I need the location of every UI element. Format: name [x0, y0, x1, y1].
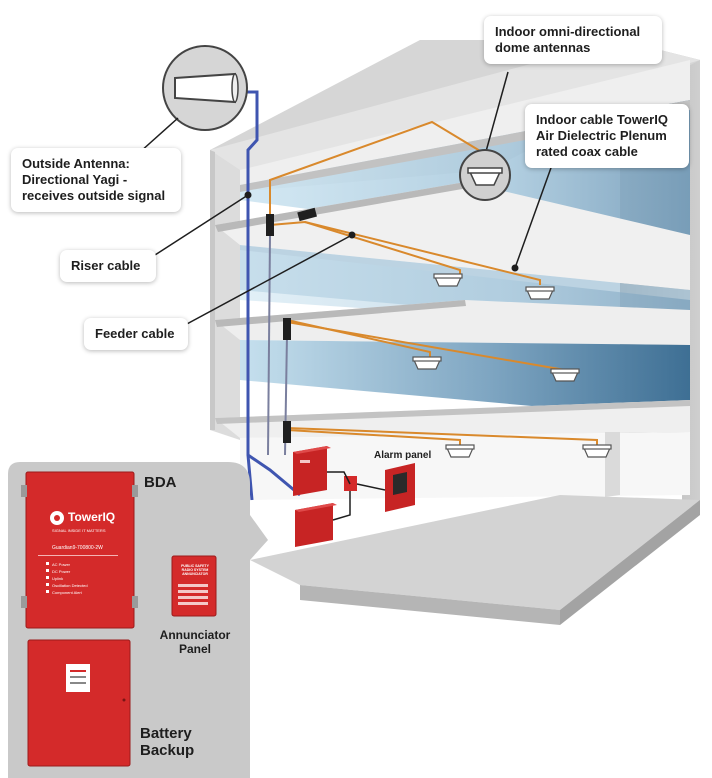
indoor-cable-callout: Indoor cable TowerIQ Air Dielectric Plen…: [525, 104, 689, 168]
battery-in-building: [295, 503, 337, 547]
bda-brand: TowerIQ: [68, 510, 116, 524]
battery-backup-label: Battery Backup: [140, 725, 195, 759]
bda-unit: [21, 471, 138, 629]
riser-cable: [238, 90, 301, 501]
alarm-panel-in-building: [385, 463, 415, 512]
status-light-label: DC Power: [52, 569, 71, 574]
battery-backup-unit: [27, 639, 131, 767]
bda-tagline: SIGNAL INSIDE IT MATTERS: [52, 528, 106, 533]
status-light-label: Uplink: [52, 576, 64, 581]
splitters: [266, 207, 317, 443]
status-light-label: Component Alert: [52, 590, 82, 595]
riser-cable-callout: Riser cable: [60, 250, 156, 282]
dome-antennas: [412, 273, 612, 458]
bda-in-building: [293, 446, 331, 496]
feeder-cable-callout: Feeder cable: [84, 318, 188, 350]
dome-antennas-callout: Indoor omni-directional dome antennas: [484, 16, 662, 64]
leader-lines: [139, 117, 553, 326]
annunciator-panel-label: Annunciator Panel: [159, 628, 231, 656]
status-light-label: AC Power: [52, 562, 71, 567]
dome-zoom-circle: [459, 71, 511, 201]
towerIQ-logo: [50, 511, 64, 525]
annunciator-header: PUBLIC SAFETY RADIO SYSTEM ANNUNCIATOR: [181, 564, 209, 576]
equipment-wiring: [327, 471, 386, 521]
yagi-zoom-circle: [162, 45, 248, 131]
annunciator-unit: [171, 555, 217, 617]
equipment-inset: [8, 462, 268, 778]
status-light-label: Oscillation Detected: [52, 583, 88, 588]
leader-dots: [244, 191, 519, 272]
bda-model: Guardian9-700800-2W: [52, 545, 103, 551]
bda-status-lights: AC Power DC Power Uplink Oscillation Det…: [52, 561, 88, 596]
alarm-panel-label: Alarm panel: [374, 450, 432, 461]
bda-label: BDA: [144, 474, 177, 491]
outside-antenna-callout: Outside Antenna: Directional Yagi - rece…: [11, 148, 181, 212]
